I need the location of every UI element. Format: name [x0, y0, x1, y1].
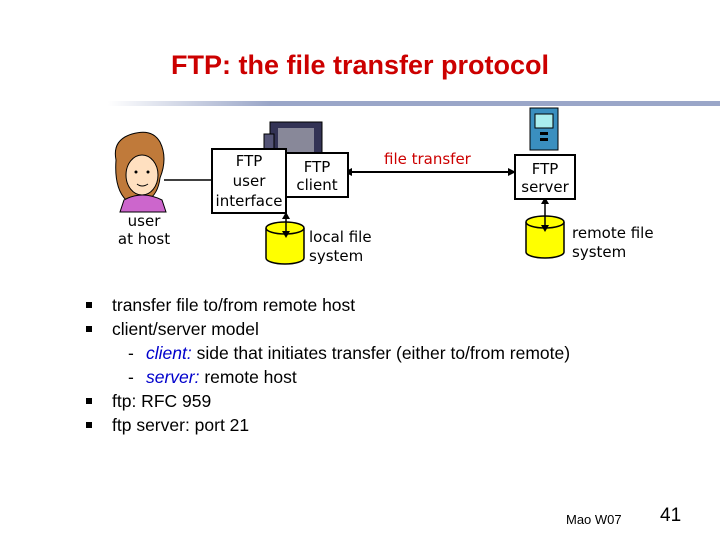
bullet-text: ftp: RFC 959: [112, 391, 212, 411]
bullet-item: ftp server: port 21: [86, 413, 570, 437]
sub-bullet-item: -client: side that initiates transfer (e…: [112, 341, 570, 365]
local-disk-icon: [265, 221, 305, 265]
sub-bullet-text: remote host: [199, 367, 297, 387]
server-remote-fs-arrow: [541, 197, 549, 232]
client-box-line2: client: [296, 176, 338, 194]
title-rule: [0, 98, 720, 110]
ftp-client-box: FTP client: [285, 152, 349, 198]
file-transfer-label: file transfer: [384, 150, 471, 168]
local-fs-line1: local file: [309, 228, 372, 246]
bullet-list: transfer file to/from remote host client…: [86, 293, 570, 437]
bullet-square-icon: [86, 326, 92, 332]
local-fs-line2: system: [309, 247, 364, 265]
bullet-text: ftp server: port 21: [112, 415, 250, 435]
remote-disk-icon: [525, 215, 565, 259]
bullet-square-icon: [86, 422, 92, 428]
rule-fade: [0, 98, 270, 110]
slide-title: FTP: the file transfer protocol: [170, 50, 550, 80]
server-box-line1: FTP: [531, 160, 559, 178]
bullet-item: ftp: RFC 959: [86, 389, 570, 413]
sub-bullet-term: server:: [146, 367, 200, 387]
sub-bullet-term: client:: [146, 343, 192, 363]
server-computer-icon: [529, 107, 559, 151]
remote-fs-line2: system: [572, 243, 627, 261]
rule-bar: [0, 101, 720, 106]
user-label-line1: user: [127, 212, 161, 230]
sub-bullet-dash: -: [128, 367, 134, 387]
bullet-text: client/server model: [112, 319, 259, 339]
bullet-text: transfer file to/from remote host: [112, 295, 356, 315]
server-box-line2: server: [521, 178, 569, 196]
page-number: 41: [660, 505, 682, 526]
file-transfer-arrow: [344, 168, 516, 176]
sub-bullet-item: -server: remote host: [112, 365, 570, 389]
bullet-item: client/server model: [86, 317, 570, 341]
bullet-square-icon: [86, 302, 92, 308]
user-label-line2: at host: [117, 230, 171, 248]
bullet-item: transfer file to/from remote host: [86, 293, 570, 317]
ui-box-line3: interface: [215, 192, 283, 210]
ui-box-line2: user: [232, 172, 266, 190]
ui-box-line1: FTP: [235, 152, 263, 170]
client-local-fs-arrow: [282, 212, 290, 238]
remote-fs-line1: remote file: [572, 224, 654, 242]
footer-author: Mao W07: [566, 512, 622, 527]
sub-bullet-text: side that initiates transfer (either to/…: [191, 343, 571, 363]
sub-bullet-dash: -: [128, 343, 134, 363]
bullet-square-icon: [86, 398, 92, 404]
user-avatar-icon: [114, 131, 167, 213]
ftp-server-box: FTP server: [514, 154, 576, 200]
ftp-user-interface-box: FTP user interface: [211, 148, 287, 214]
client-box-line1: FTP: [303, 158, 331, 176]
